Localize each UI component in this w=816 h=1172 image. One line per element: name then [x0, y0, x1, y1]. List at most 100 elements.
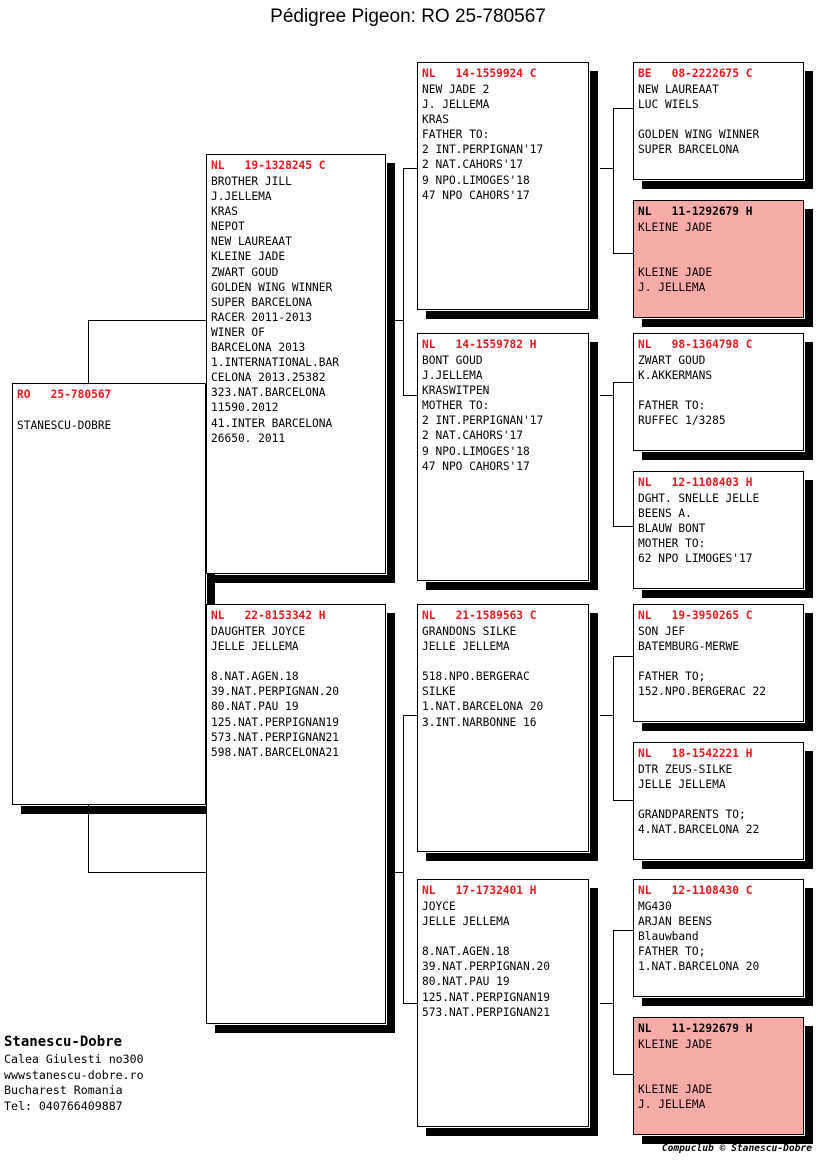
card-line: KLEINE JADE — [638, 1038, 713, 1051]
card-shadow — [805, 342, 813, 460]
card-line: WINER OF — [211, 325, 265, 339]
card-line: SUPER BARCELONA — [638, 143, 740, 157]
card-line: 4.NAT.BARCELONA 22 — [638, 823, 760, 837]
card-line: DGHT. SNELLE JELLE — [638, 492, 760, 505]
card-line: 47 NPO CAHORS'17 — [422, 459, 530, 473]
card-shadow — [805, 613, 813, 731]
card-line: 2 INT.PERPIGNAN'17 — [422, 414, 544, 428]
card-line: 2 NAT.CAHORS'17 — [422, 429, 524, 443]
card-line — [422, 654, 588, 669]
card-line: J.JELLEMA — [211, 190, 272, 204]
card-ring-number: RO 25-780567 — [17, 388, 112, 401]
connector-g3-3-stub — [600, 715, 614, 716]
connector-g3-3-bottom — [613, 800, 633, 801]
card-shadow — [426, 1128, 598, 1136]
card-line: KRAS — [211, 205, 238, 219]
card-line: RUFFEC 1/3285 — [638, 414, 726, 428]
connector-g3-4-stub — [600, 1003, 614, 1004]
card-ring-number: NL 19-3950265 C — [638, 609, 753, 622]
breeder-name: Stanescu-Dobre — [4, 1034, 123, 1050]
connector-g3-1-top — [613, 108, 633, 109]
card-line: MOTHER TO: — [422, 399, 490, 413]
card-ring-number: NL 19-1328245 C — [211, 159, 326, 172]
connector-g3-4-vertical — [613, 930, 614, 1074]
card-line: KLEINE JADE — [638, 221, 713, 234]
connector-g3-2-bottom — [613, 526, 633, 527]
card-shadow — [590, 888, 598, 1136]
card-line: BEENS A. — [638, 507, 692, 521]
card-line: 3.INT.NARBONNE 16 — [422, 715, 537, 729]
card-shadow — [21, 806, 215, 814]
card-line: JELLE JELLEMA — [211, 640, 299, 654]
card-ring-number: NL 14-1559782 H — [422, 338, 537, 351]
card-line: JOYCE — [422, 900, 456, 913]
card-line: 2 INT.PERPIGNAN'17 — [422, 143, 544, 157]
card-shadow — [805, 209, 813, 327]
card-shadow — [426, 311, 598, 319]
breeder-website[interactable]: wwwstanescu-dobre.ro — [4, 1067, 144, 1082]
breeder-city: Bucharest Romania — [4, 1083, 123, 1097]
card-body: STANESCU-DOBRE — [13, 403, 205, 433]
card-shadow — [642, 998, 813, 1006]
connector-g3-4-top — [613, 930, 633, 931]
card-line — [638, 1067, 803, 1082]
breeder-address: Calea Giulesti no300 — [4, 1052, 144, 1066]
card-line: ZWART GOUD — [638, 354, 706, 367]
card-shadow — [642, 452, 813, 460]
card-line — [638, 654, 803, 669]
connector-root-to-dam — [88, 872, 206, 873]
card-ring-number: NL 12-1108430 C — [638, 884, 753, 897]
card-ring-number: NL 98-1364798 C — [638, 338, 753, 351]
card-line — [638, 235, 803, 250]
card-ring-number: NL 11-1292679 H — [638, 1022, 753, 1035]
card-line: 573.NAT.PERPIGNAN21 — [211, 730, 339, 744]
card-shadow — [642, 590, 813, 598]
card-line: STANESCU-DOBRE — [17, 419, 112, 433]
card-line: J. JELLEMA — [638, 281, 706, 295]
card-shadow — [805, 888, 813, 1006]
card-line: 2 NAT.CAHORS'17 — [422, 158, 524, 172]
connector-g3-1-vertical — [613, 108, 614, 254]
card-line: NEPOT — [211, 220, 245, 234]
connector-root-to-sire — [88, 320, 206, 321]
card-line: J.JELLEMA — [422, 369, 483, 383]
connector-sire-vertical — [403, 168, 404, 396]
card-root[interactable]: RO 25-780567 STANESCU-DOBRE — [12, 383, 215, 814]
card-line: MOTHER TO: — [638, 537, 706, 551]
connector-sire-to-sire-dam — [403, 395, 417, 396]
card-line: DTR ZEUS-SILKE — [638, 763, 733, 776]
card-line: 9 NPO.LIMOGES'18 — [422, 173, 530, 187]
card-line: 62 NPO LIMOGES'17 — [638, 552, 753, 566]
connector-g3-4-bottom — [613, 1074, 633, 1075]
card-line: GRANDONS SILKE — [422, 625, 517, 638]
card-line — [638, 1052, 803, 1067]
card-line: SILKE — [422, 685, 456, 699]
card-line: 47 NPO CAHORS'17 — [422, 188, 530, 202]
connector-g3-1-stub — [600, 168, 614, 169]
card-line: ARJAN BEENS — [638, 915, 713, 929]
